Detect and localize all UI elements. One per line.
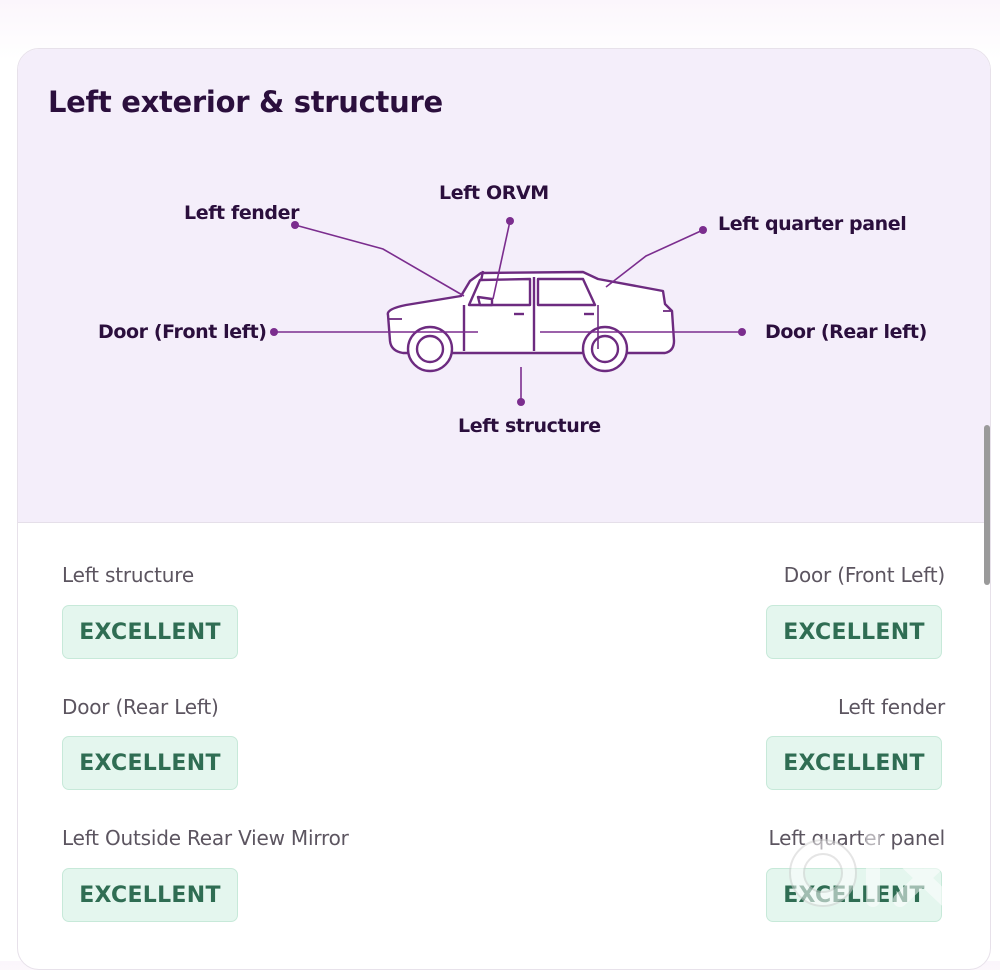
car-diagram [270,217,746,406]
section-title: Left exterior & structure [48,85,443,119]
status-badge: EXCELLENT [62,605,238,659]
item-label-door-rear-left: Door (Rear Left) [62,695,219,719]
item-label-left-structure: Left structure [62,563,194,587]
diagram-label-left-fender: Left fender [184,202,300,224]
diagram-label-door-rear-left: Door (Rear left) [765,321,927,343]
diagram-label-left-quarter-panel: Left quarter panel [718,213,907,235]
olx-logo-icon [788,818,963,918]
status-badge: EXCELLENT [62,736,238,790]
diagram-label-left-orvm: Left ORVM [439,182,549,204]
item-label-door-front-left: Door (Front Left) [783,563,945,587]
item-label-left-quarter-panel: Left quarter panel [768,826,946,850]
scrollbar-thumb[interactable] [984,425,990,585]
status-badge: EXCELLENT [766,736,942,790]
car-outline-icon [386,270,676,373]
diagram-label-left-structure: Left structure [458,415,601,437]
leader-dots [270,217,746,406]
status-badge: EXCELLENT [62,868,238,922]
diagram-label-door-front-left: Door (Front left) [98,321,267,343]
item-label-left-fender: Left fender [837,695,945,719]
status-badge: EXCELLENT [766,605,942,659]
diagram-panel: Left exterior & structure [18,49,990,523]
leader-lines [274,220,742,402]
inspection-card: Left exterior & structure [17,48,991,970]
item-label-left-orvm: Left Outside Rear View Mirror [62,826,349,850]
